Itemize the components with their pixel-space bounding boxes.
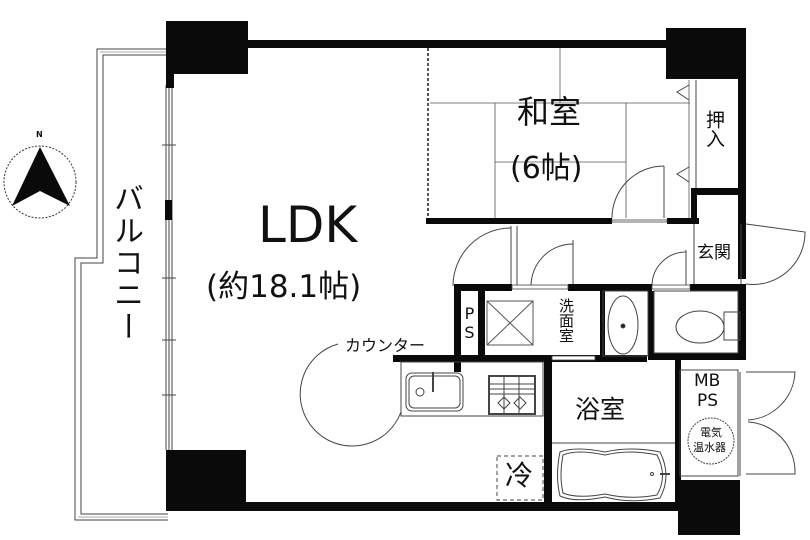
ps-label: PS: [460, 304, 479, 342]
stove: [488, 375, 536, 415]
structural-columns: [166, 21, 746, 535]
ldk-label: LDK: [258, 196, 358, 254]
washitsu-walls: [426, 48, 746, 224]
oshiire-label: 押入: [703, 110, 725, 148]
mbps-label-line1: MB: [694, 371, 721, 391]
balcony-label: バルコニー: [108, 183, 143, 343]
balcony-outline: [74, 48, 168, 521]
tatami-lines: [430, 48, 690, 218]
water-heater-label-line1: 電気: [700, 426, 722, 439]
fridge-space: [496, 455, 544, 501]
fridge-label: 冷: [505, 459, 534, 492]
mbps-closet: [679, 369, 796, 477]
counter-label: カウンター: [345, 336, 426, 355]
toilet: [653, 290, 741, 354]
kitchen-counter: [299, 343, 544, 447]
ldk-area-label: (約18.1帖): [206, 269, 362, 305]
balcony-window: [162, 85, 176, 450]
genkan-label: 玄関: [697, 243, 731, 263]
washitsu-label: 和室: [517, 93, 582, 131]
bathtub: [552, 442, 675, 502]
washitsu-area-label: (6帖): [510, 151, 583, 186]
washing-machine-pan: [486, 300, 534, 346]
mbps-label-line2: PS: [697, 391, 719, 411]
senmenshitsu-label: 洗面室: [557, 298, 575, 343]
hallway: [452, 223, 806, 287]
oshiire-closet: [676, 80, 697, 188]
north-arrow-icon: [3, 145, 77, 219]
washitsu-door: [611, 165, 665, 219]
sink: [405, 372, 464, 412]
water-heater-label-line2: 温水器: [693, 441, 726, 454]
door-gaps: [511, 284, 691, 361]
washbasin: [602, 290, 649, 357]
exterior-walls: [166, 40, 746, 511]
yokushitsu-label: 浴室: [575, 395, 626, 424]
compass-label: N: [36, 130, 43, 139]
